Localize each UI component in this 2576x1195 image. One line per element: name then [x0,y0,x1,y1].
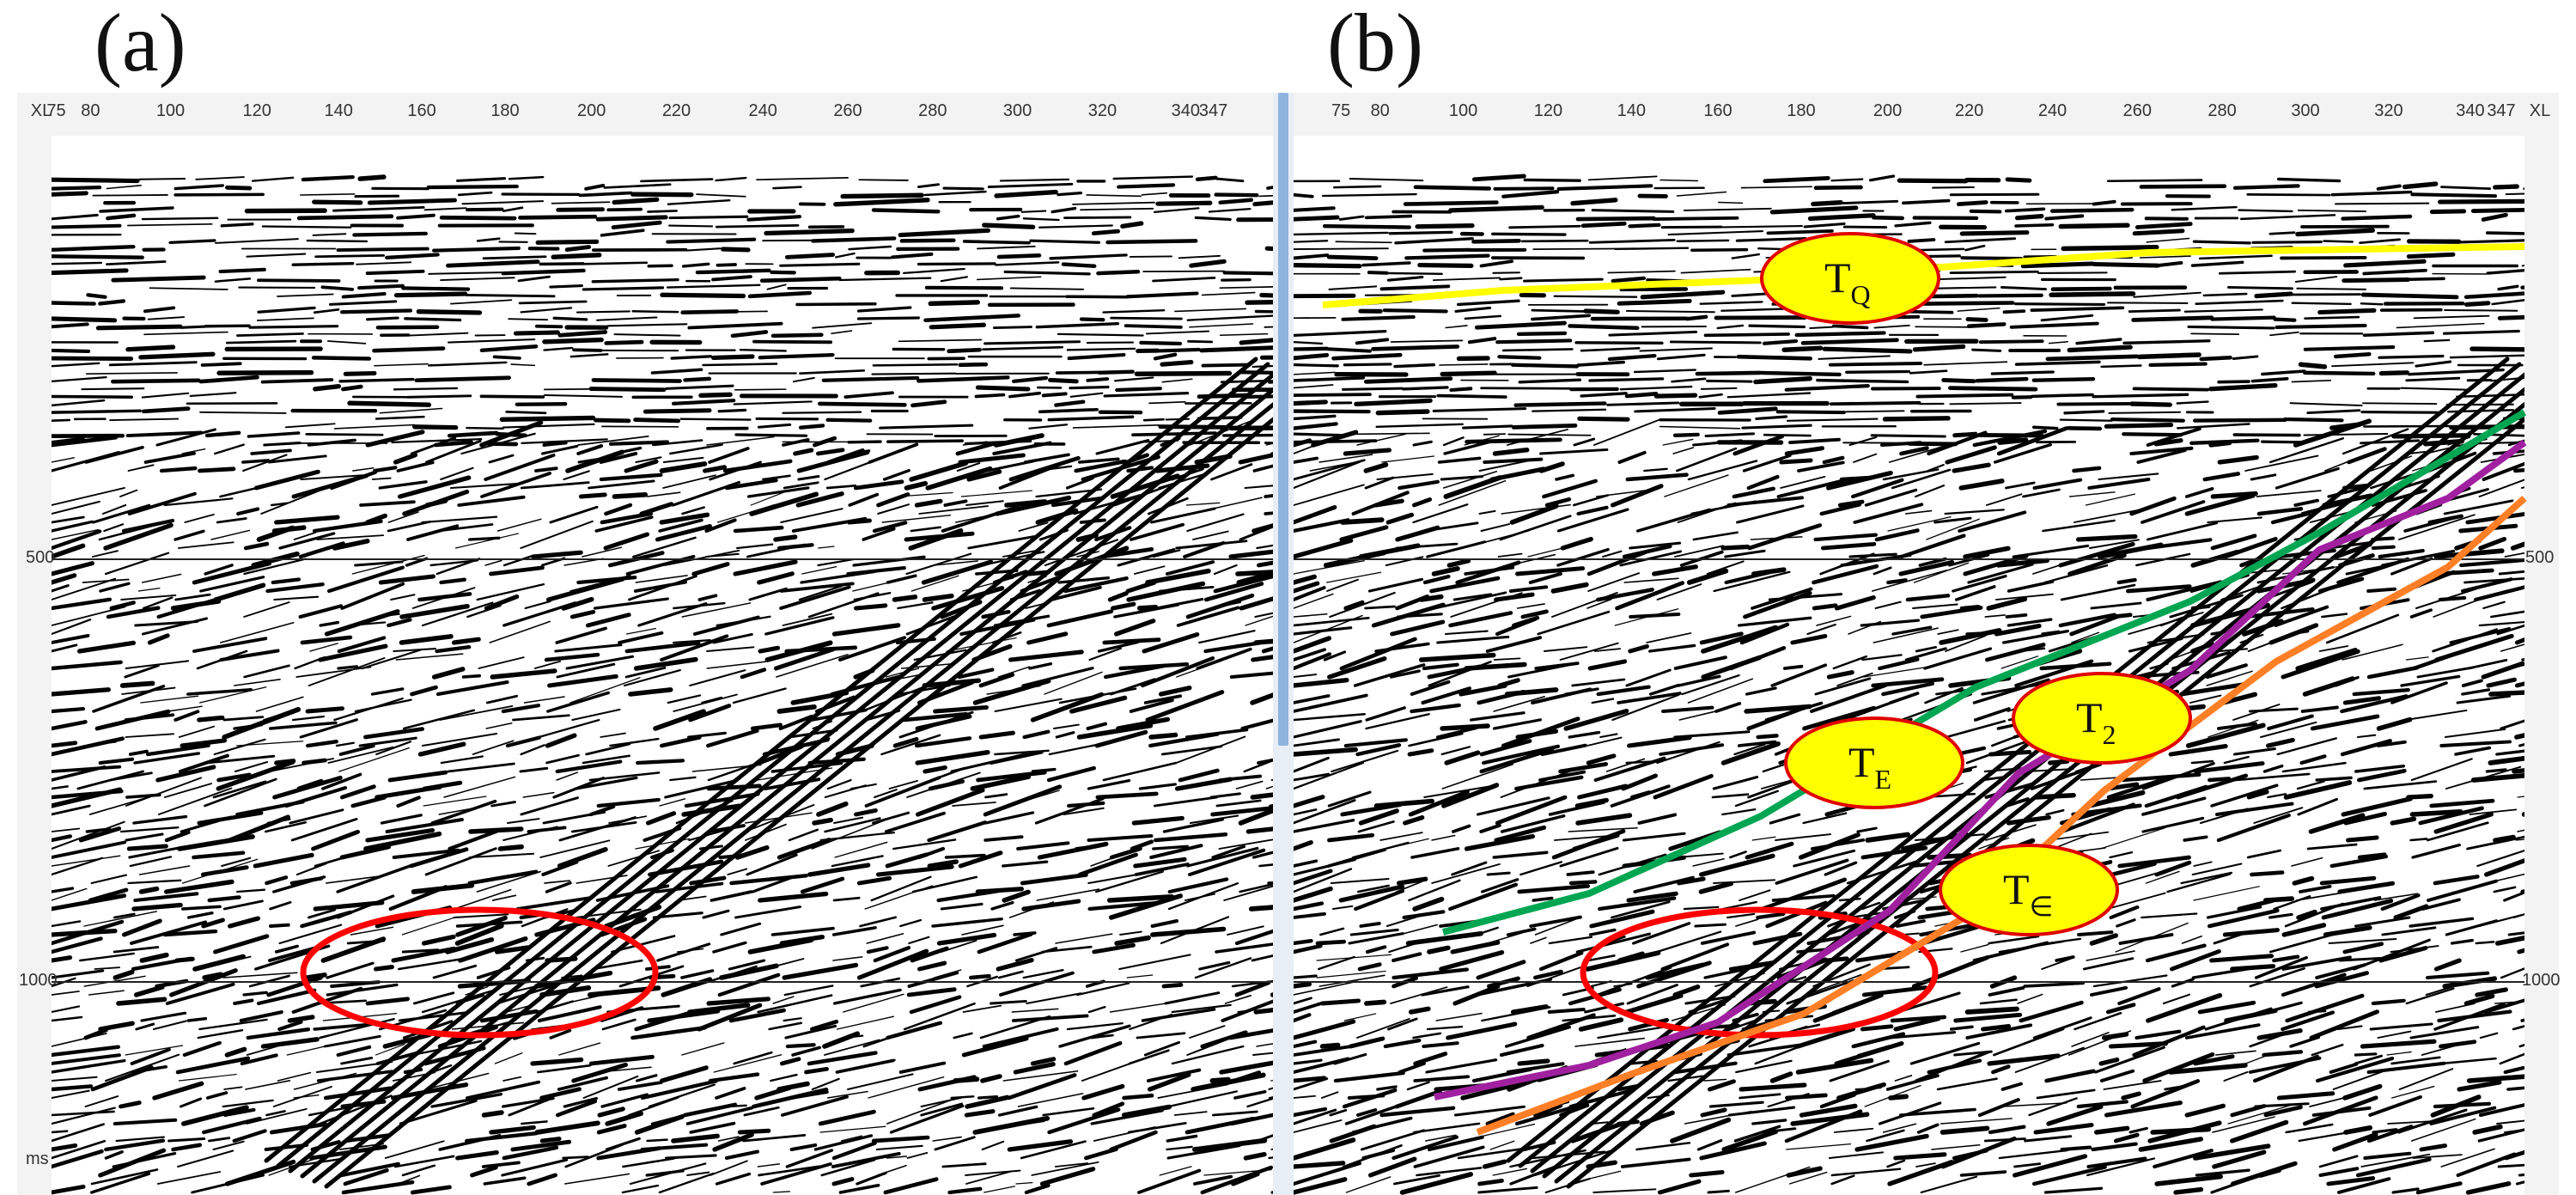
panel-a-y-unit: ms [26,1149,49,1168]
horizon-label-te: TE [1784,716,1964,809]
xl-tick-label: 300 [1002,101,1032,120]
xl-tick-label: 347 [2487,101,2516,120]
xl-tick-label: 220 [661,101,691,120]
panel-b-y-tick-500: 500 [2525,548,2555,567]
panel-b-500ms-line [1294,558,2524,560]
xl-tick-label: 347 [1198,101,1228,120]
splitter-handle[interactable] [1278,93,1288,746]
panel-a-label: (a) [94,0,186,88]
xl-tick-label: 80 [81,101,100,120]
xl-tick-label: 200 [577,101,606,120]
horizon-t2-line [1434,439,2527,1100]
xl-tick-label: 280 [2208,101,2237,120]
xl-tick-label: 140 [324,101,353,120]
highlight-ellipse-b [1580,906,1939,1039]
xl-tick-label: 240 [2037,101,2067,120]
panel-b-right-strip [2524,136,2559,1195]
panel-a-xl-ruler: 75 80 100 120 140 160 180 200 220 240 260 280 300 320… [17,93,1273,136]
panel-a-y-tick-500: 500 [26,548,55,567]
xl-tick-label: 240 [748,101,777,120]
xl-tick-label: 100 [1448,101,1478,120]
panel-a-500ms-line [52,558,1273,560]
xl-tick-label: 220 [1954,101,1984,120]
xl-unit-label: XL [30,101,52,120]
xl-tick-label: 140 [1617,101,1646,120]
xl-tick-label: 180 [490,101,520,120]
xl-tick-label: 120 [1533,101,1563,120]
xl-tick-label: 260 [2122,101,2152,120]
xl-tick-label: 75 [46,101,66,120]
panel-a-left-strip [17,136,52,1195]
svg-text:T∈: T∈ [2003,865,2053,922]
panel-a-seismic-section [52,136,1273,1195]
panel-b-1000ms-line [1294,981,2524,983]
xl-tick-label: 160 [1703,101,1733,120]
xl-tick-label: 180 [1787,101,1816,120]
horizon-label-tcambrian: T∈ [1939,844,2119,936]
panel-b-y-tick-1000: 1000 [2522,971,2561,990]
svg-text:T2: T2 [2076,693,2116,750]
xl-tick-label: 340 [1171,101,1200,120]
xl-tick-label: 200 [1873,101,1903,120]
panel-a-1000ms-line [52,981,1273,983]
horizon-tcambrian-line [1476,496,2527,1136]
svg-text:TQ: TQ [1824,253,1871,310]
xl-tick-label: 260 [833,101,862,120]
xl-tick-label: 80 [1370,101,1390,120]
highlight-ellipse-a [300,906,659,1039]
horizon-label-t2: T2 [2012,672,2192,765]
xl-unit-label: XL [2529,101,2551,120]
xl-tick-label: 320 [2374,101,2403,120]
xl-tick-label: 75 [1331,101,1351,120]
panel-splitter[interactable] [1273,93,1294,1195]
xl-tick-label: 300 [2291,101,2320,120]
xl-tick-label: 280 [918,101,947,120]
xl-tick-label: 100 [155,101,186,120]
xl-tick-label: 340 [2456,101,2485,120]
svg-text:TE: TE [1848,738,1891,795]
horizon-label-tq: TQ [1760,232,1940,325]
xl-tick-label: 160 [407,101,436,120]
panel-b-label: (b) [1327,0,1423,88]
xl-tick-label: 320 [1087,101,1117,120]
panel-b-xl-ruler: 75 80 100 120 140 160 180 200 220 240 260 280 300 320… [1294,93,2559,136]
panel-a-y-tick-1000: 1000 [19,971,58,990]
horizon-te-line [1441,409,2527,936]
xl-tick-label: 120 [242,101,271,120]
